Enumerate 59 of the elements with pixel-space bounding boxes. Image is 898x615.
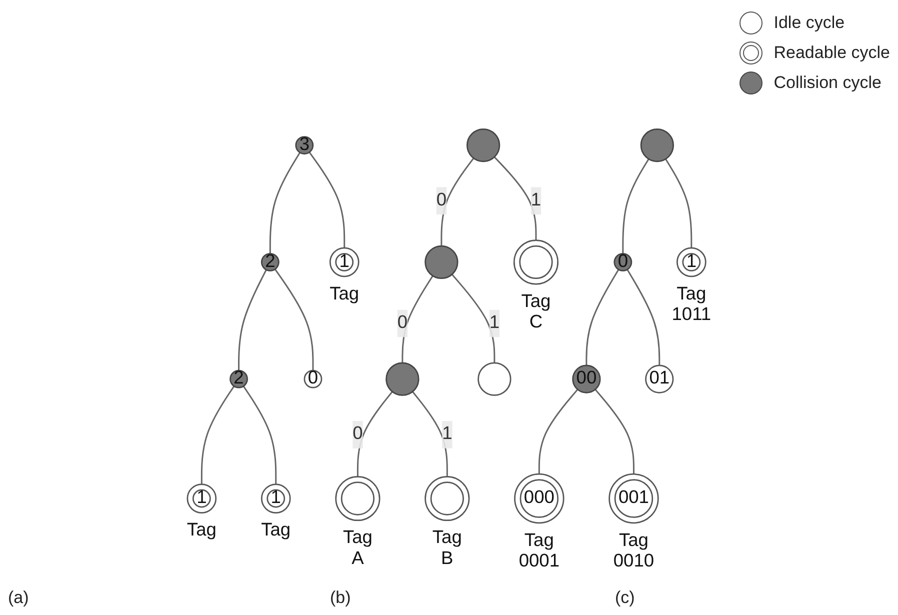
tag-label: Tag C	[521, 290, 551, 332]
connector	[200, 386, 235, 484]
node-circle: 1	[260, 484, 291, 514]
tag-label: Tag 1011	[672, 282, 712, 324]
legend-label: Collision cycle	[774, 73, 882, 93]
node-circle: 0	[614, 252, 632, 272]
connector	[451, 274, 496, 363]
tag-label: Tag A	[342, 526, 372, 568]
node-circle: 001	[608, 473, 659, 524]
tag-label: Tag	[186, 518, 216, 540]
node-circle	[424, 245, 458, 279]
edge-label: 0	[352, 424, 363, 444]
edge-label: 1	[442, 424, 452, 444]
connector	[665, 158, 692, 248]
connector	[494, 156, 537, 240]
panel-label: (a)	[8, 588, 29, 608]
node-circle	[466, 128, 500, 162]
connector	[242, 386, 277, 484]
tag-label: Tag 0010	[613, 528, 654, 570]
connector	[538, 388, 578, 474]
node-circle: 1	[186, 484, 217, 514]
connector	[238, 269, 267, 371]
node-circle	[424, 476, 470, 522]
node-circle: 2	[230, 370, 248, 388]
node-circle	[640, 128, 674, 162]
tag-label: Tag	[330, 282, 360, 304]
panel-label: (c)	[615, 588, 635, 608]
node-circle: 000	[514, 473, 564, 524]
panel-label: (b)	[330, 588, 351, 608]
connector	[622, 158, 650, 254]
connector	[269, 152, 301, 254]
node-circle: 1	[676, 247, 706, 278]
tag-label: Tag B	[432, 526, 462, 568]
tag-label: Tag 0001	[518, 528, 560, 570]
node-circle	[478, 362, 512, 396]
connector	[626, 269, 660, 366]
node-circle	[513, 240, 559, 285]
node-circle: 1	[329, 247, 360, 278]
node-circle: 2	[260, 252, 280, 272]
legend-label: Readable cycle	[774, 43, 890, 63]
connector	[586, 269, 620, 366]
tag-label: Tag	[261, 518, 291, 540]
edge-label: 0	[397, 313, 408, 333]
connector	[308, 152, 346, 248]
node-circle	[386, 362, 420, 396]
node-circle	[335, 476, 380, 522]
edge-label: 1	[489, 313, 500, 333]
node-circle: 3	[295, 136, 314, 154]
connector	[440, 158, 474, 246]
node-circle: 0	[304, 370, 322, 388]
connector	[356, 391, 393, 477]
connector	[412, 391, 448, 477]
node-circle: 01	[645, 364, 674, 394]
edge-label: 1	[530, 190, 542, 210]
node-circle: 00	[572, 364, 601, 394]
connector	[594, 388, 634, 474]
legend-label: Idle cycle	[774, 13, 845, 33]
connector	[274, 268, 314, 371]
edge-label: 0	[436, 190, 447, 210]
